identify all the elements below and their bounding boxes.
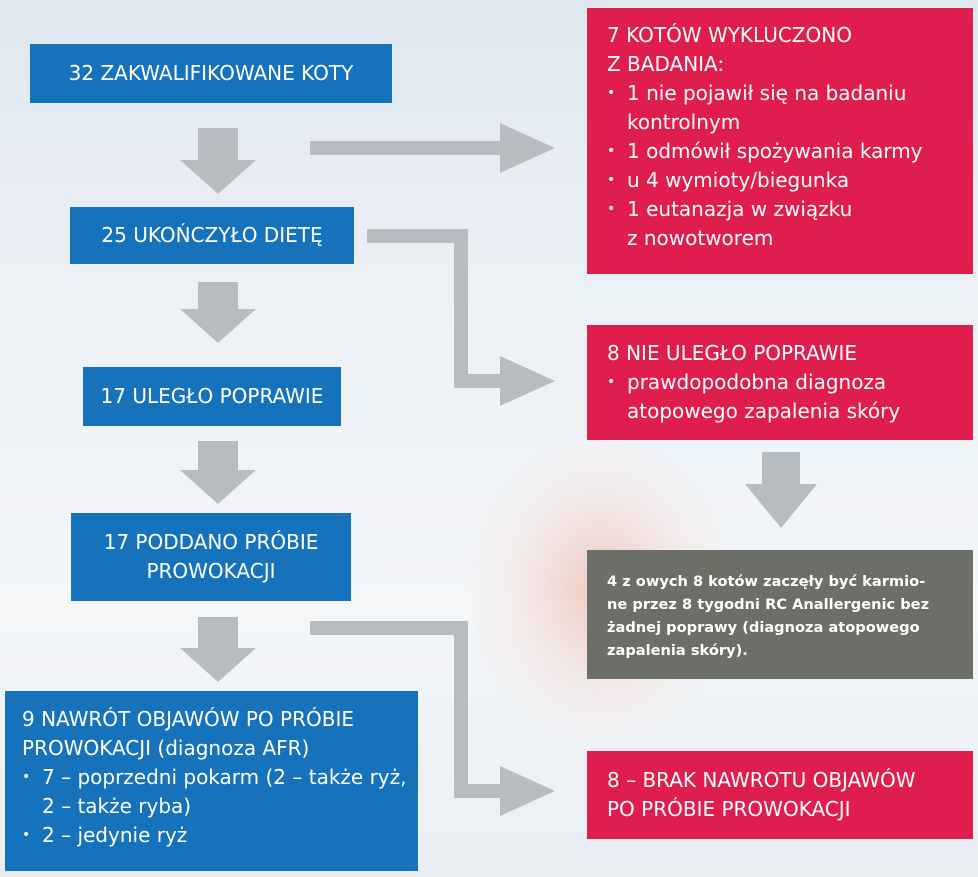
no-relapse-line2: PO PRÓBIE PROWOKACJI — [607, 797, 851, 821]
arrow-elbow-noimprovement — [367, 229, 555, 406]
no-improvement-title: 8 NIE ULEGŁO POPRAWIE — [607, 341, 858, 365]
excluded-item: 1 odmówił spożywania karmy — [607, 137, 963, 166]
improved-label: 17 ULEGŁO POPRAWIE — [100, 384, 324, 408]
no-relapse-line1: 8 – BRAK NAWROTU OBJAWÓW — [607, 768, 916, 792]
excluded-title-line2: Z BADANIA: — [607, 52, 725, 76]
provocation-label-line2: PROWOKACJI — [146, 559, 276, 583]
arrow-down-1 — [180, 128, 256, 194]
relapse-item: 2 – jedynie ryż — [22, 821, 408, 850]
atopic-note-line3: żadnej poprawy (diagnoza atopowego — [607, 619, 920, 636]
no-improvement-box: 8 NIE ULEGŁO POPRAWIE prawdopodobna diag… — [587, 325, 973, 440]
excluded-item-4-line1: 1 eutanazja w związku — [627, 197, 853, 221]
no-relapse-box: 8 – BRAK NAWROTU OBJAWÓW PO PRÓBIE PROWO… — [587, 751, 973, 839]
arrow-down-4 — [180, 617, 256, 682]
no-improvement-item: prawdopodobna diagnoza atopowego zapalen… — [607, 368, 963, 426]
qualified-cats-box: 32 ZAKWALIFIKOWANE KOTY — [30, 44, 392, 103]
excluded-item: 1 eutanazja w związku z nowotworem — [607, 195, 963, 253]
relapse-title-line1: 9 NAWRÓT OBJAWÓW PO PRÓBIE — [22, 707, 354, 731]
provocation-box: 17 PODDANO PRÓBIE PROWOKACJI — [71, 513, 351, 601]
excluded-item-4-line2: z nowotworem — [627, 226, 774, 250]
relapse-item-1-line1: 7 – poprzedni pokarm (2 – także ryż, — [42, 765, 407, 789]
qualified-cats-label: 32 ZAKWALIFIKOWANE KOTY — [68, 61, 354, 85]
excluded-item: u 4 wymioty/biegunka — [607, 166, 963, 195]
excluded-item-3-line1: u 4 wymioty/biegunka — [627, 168, 850, 192]
excluded-item: 1 nie pojawił się na badaniu kontrolnym — [607, 79, 963, 137]
excluded-item-1-line1: 1 nie pojawił się na badaniu — [627, 81, 907, 105]
excluded-item-2-line1: 1 odmówił spożywania karmy — [627, 139, 923, 163]
relapse-item-2-line1: 2 – jedynie ryż — [42, 823, 188, 847]
no-improvement-list: prawdopodobna diagnoza atopowego zapalen… — [607, 368, 963, 426]
relapse-item-1-line2: 2 – także ryba) — [42, 794, 192, 818]
relapse-item: 7 – poprzedni pokarm (2 – także ryż, 2 –… — [22, 763, 408, 821]
excluded-list: 1 nie pojawił się na badaniu kontrolnym … — [607, 79, 963, 253]
completed-diet-box: 25 UKOŃCZYŁO DIETĘ — [70, 207, 354, 264]
excluded-box: 7 KOTÓW WYKLUCZONO Z BADANIA: 1 nie poja… — [587, 8, 973, 274]
relapse-list: 7 – poprzedni pokarm (2 – także ryż, 2 –… — [22, 763, 408, 850]
no-improvement-item-line1: prawdopodobna diagnoza — [627, 370, 887, 394]
arrow-down-2 — [180, 282, 256, 343]
arrow-right-excluded — [310, 123, 555, 173]
relapse-box: 9 NAWRÓT OBJAWÓW PO PRÓBIE PROWOKACJI (d… — [5, 691, 418, 871]
arrow-down-3 — [180, 441, 256, 504]
atopic-note-line1: 4 z owych 8 kotów zaczęły być karmio- — [607, 573, 926, 590]
arrow-down-right — [745, 452, 817, 528]
completed-diet-label: 25 UKOŃCZYŁO DIETĘ — [101, 223, 323, 247]
arrow-elbow-norelapse — [310, 621, 555, 816]
excluded-item-1-line2: kontrolnym — [627, 110, 741, 134]
relapse-title-line2: PROWOKACJI (diagnoza AFR) — [22, 736, 310, 760]
no-improvement-item-line2: atopowego zapalenia skóry — [627, 399, 901, 423]
atopic-note-box: 4 z owych 8 kotów zaczęły być karmio- ne… — [587, 550, 973, 679]
atopic-note-line4: zapalenia skóry). — [607, 642, 748, 659]
provocation-label-line1: 17 PODDANO PRÓBIE — [103, 530, 319, 554]
improved-box: 17 ULEGŁO POPRAWIE — [83, 367, 341, 426]
excluded-title-line1: 7 KOTÓW WYKLUCZONO — [607, 23, 852, 47]
atopic-note-line2: ne przez 8 tygodni RC Anallergenic bez — [607, 596, 930, 613]
